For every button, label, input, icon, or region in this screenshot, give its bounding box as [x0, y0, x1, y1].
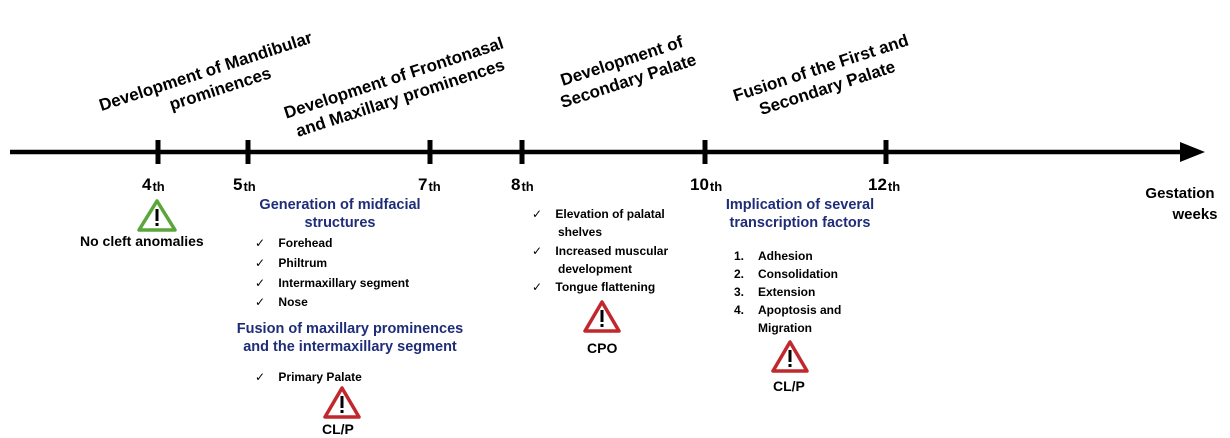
numbered-item: 4.Apoptosis and — [734, 303, 842, 317]
list-item: ✓ Tongue flattening — [532, 280, 656, 294]
clp-label: CL/P — [773, 378, 805, 394]
fusion-heading: Fusion of maxillary prominences and the … — [225, 320, 475, 356]
check-icon: ✓ — [532, 207, 543, 221]
check-icon: ✓ — [255, 236, 266, 250]
week-label: 10th — [690, 175, 723, 194]
check-icon: ✓ — [255, 276, 266, 290]
check-icon: ✓ — [532, 244, 543, 258]
list-item: ✓ Nose — [255, 295, 308, 309]
heading-line: Implication of several — [725, 197, 875, 213]
week-label: 12th — [868, 175, 901, 194]
clp-label: CL/P — [322, 421, 354, 437]
numbered-item: 3.Extension — [734, 285, 816, 299]
transcription-heading: Implication of several transcription fac… — [705, 196, 895, 232]
heading-line: structures — [304, 215, 376, 231]
list-item: ✓ Primary Palate — [255, 370, 362, 384]
list-item: ✓ Forehead — [255, 236, 333, 250]
cpo-label: CPO — [587, 340, 618, 356]
timeline-arrowhead — [1180, 142, 1205, 162]
week-label: 5th — [233, 175, 256, 194]
week-label: 7th — [418, 175, 441, 194]
midfacial-heading: Generation of midfacial structures — [240, 196, 440, 232]
axis-label-line: weeks — [1172, 206, 1218, 223]
list-item-continued: development — [558, 262, 633, 276]
week-label: 4th — [142, 175, 165, 194]
check-icon: ✓ — [255, 256, 266, 270]
heading-line: and the intermaxillary segment — [243, 339, 457, 355]
warning-triangle-red-icon — [323, 386, 361, 419]
warning-triangle-red-icon — [583, 300, 621, 333]
numbered-item: 2.Consolidation — [734, 267, 838, 281]
check-icon: ✓ — [532, 280, 543, 294]
axis-label-line: Gestation — [1145, 185, 1215, 202]
check-icon: ✓ — [255, 370, 266, 384]
list-item: ✓ Elevation of palatal — [532, 207, 665, 221]
list-item: ✓ Philtrum — [255, 256, 328, 270]
heading-line: Fusion of maxillary prominences — [236, 321, 464, 337]
heading-line: transcription factors — [729, 215, 871, 231]
check-icon: ✓ — [255, 295, 266, 309]
warning-triangle-red-icon — [771, 340, 809, 373]
week-label: 8th — [511, 175, 534, 194]
list-item: ✓ Increased muscular — [532, 244, 669, 258]
heading-line: Generation of midfacial — [259, 197, 421, 213]
no-cleft-label: No cleft anomalies — [80, 233, 204, 249]
list-item-continued: shelves — [558, 225, 603, 239]
warning-triangle-green-icon — [137, 199, 177, 232]
numbered-item: 1.Adhesion — [734, 249, 813, 263]
list-item: ✓ Intermaxillary segment — [255, 276, 410, 290]
numbered-item-continued: Migration — [758, 321, 812, 335]
axis-label: Gestation weeks — [1135, 183, 1225, 225]
